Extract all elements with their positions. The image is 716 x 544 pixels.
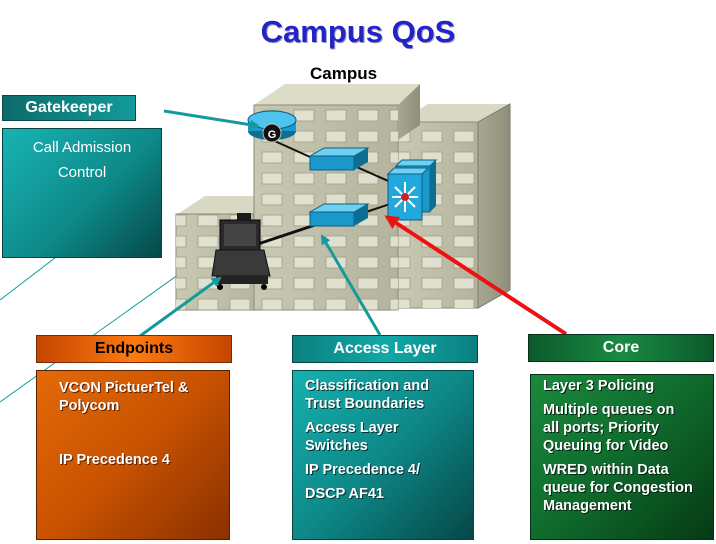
core-line: Queuing for Video [543,438,669,454]
core-line: all ports; Priority [543,420,660,436]
gatekeeper-line: Control [57,164,107,181]
endpoints-line: IP Precedence 4 [59,452,170,468]
building-right [397,103,511,309]
campus-label: Campus [310,64,378,83]
access-layer-line: DSCP AF41 [305,486,384,502]
core-line: queue for Congestion [543,480,693,496]
core-line: Multiple queues on [543,402,675,418]
core-box: Layer 3 Policing Multiple queues on all … [530,374,714,540]
gatekeeper-box: Call Admission Control [2,128,162,258]
access-layer-line: Trust Boundaries [305,396,425,412]
link-endpoint-switch [257,222,319,246]
core-line: WRED within Data [543,462,669,478]
gatekeeper-line: Call Admission [32,139,132,156]
core-line: Management [543,498,632,514]
endpoints-box: VCON PictuerTel & Polycom IP Precedence … [36,370,230,540]
switch-upper[interactable] [308,147,370,171]
access-layer-line: Access Layer [305,420,399,436]
endpoints-line: VCON PictuerTel & [59,380,189,396]
access-layer-line: Classification and [305,378,430,394]
access-layer-box: Classification and Trust Boundaries Acce… [292,370,474,540]
router-letter: G [268,129,277,141]
arrow-endpoints [139,276,222,338]
access-layer-header: Access Layer [292,335,478,363]
core-switch[interactable] [386,159,438,221]
endpoints-line: Polycom [59,398,120,414]
gatekeeper-header: Gatekeeper [2,95,136,121]
access-layer-line: IP Precedence 4/ [305,462,421,478]
video-endpoint[interactable] [211,213,271,290]
access-layer-line: Switches [305,438,368,454]
arrow-gatekeeper [163,109,260,130]
endpoints-header: Endpoints [36,335,232,363]
core-line: Layer 3 Policing [543,378,655,394]
core-header: Core [528,334,714,362]
switch-lower[interactable] [308,203,370,227]
arrow-access-layer [320,234,382,336]
gatekeeper-router[interactable]: G [247,110,297,143]
page-title: Campus QoS [260,14,456,49]
arrow-core [384,215,568,336]
